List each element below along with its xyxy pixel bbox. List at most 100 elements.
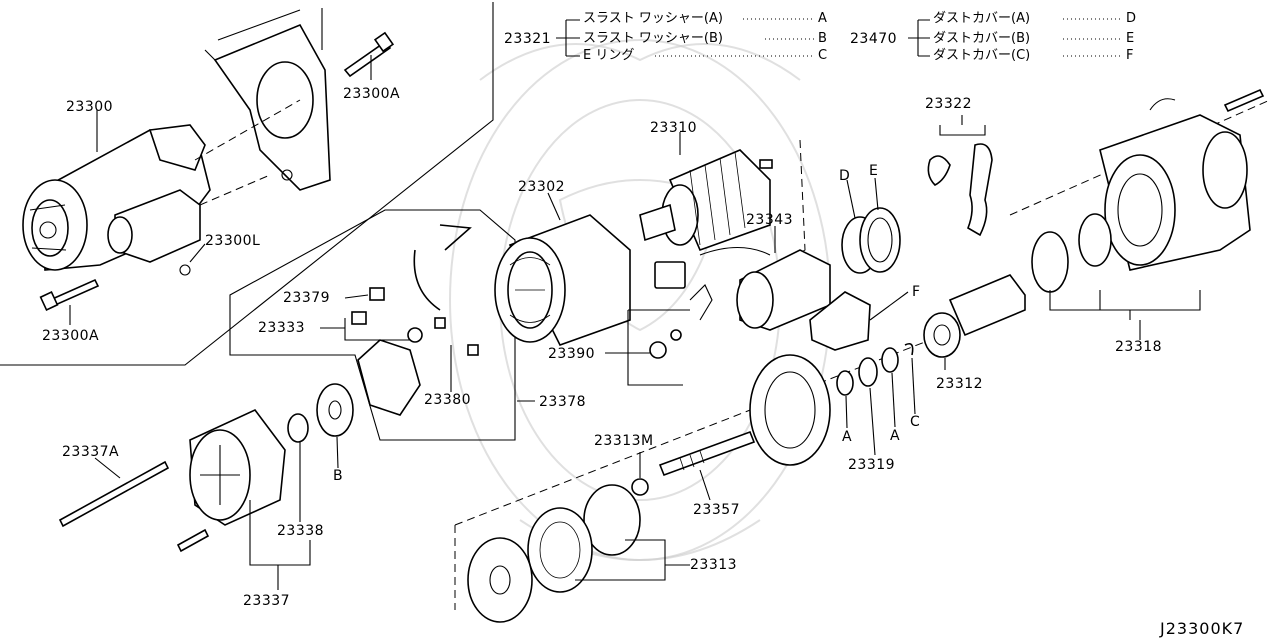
dust-cover-F bbox=[809, 291, 871, 351]
rear-cover-23337 bbox=[189, 383, 354, 526]
ref-letter-B: B bbox=[333, 468, 344, 484]
label-23318: 23318 bbox=[1115, 339, 1163, 355]
legend-a-item-1-ref: A bbox=[818, 11, 827, 26]
label-23313M: 23313M bbox=[594, 433, 654, 449]
leader-23302 bbox=[547, 192, 561, 221]
legend-a-bracket bbox=[556, 19, 580, 57]
washer-small bbox=[670, 329, 682, 341]
through-bolt-23337A bbox=[58, 460, 170, 528]
leader-23333 bbox=[320, 318, 410, 341]
planetary-shaft-23357 bbox=[631, 430, 756, 496]
brush-leads bbox=[413, 224, 472, 311]
label-23337: 23337 bbox=[243, 593, 291, 609]
internal-gear-23313 bbox=[527, 507, 593, 593]
legend-b-item-3-text: ダストカバー(C) bbox=[933, 48, 1031, 63]
armature-23310 bbox=[639, 149, 773, 252]
legend-a-item-2-text: スラスト ワッシャー(B) bbox=[583, 31, 723, 46]
brush-23380b bbox=[467, 344, 479, 356]
legend-b-bracket bbox=[908, 19, 930, 57]
legend-a-item-3-text: E リング bbox=[583, 48, 635, 63]
ref-letter-A-2: A bbox=[890, 428, 901, 444]
thrust-washer-A2 bbox=[881, 347, 899, 373]
leader-A1 bbox=[845, 395, 848, 429]
label-23378: 23378 bbox=[539, 394, 587, 410]
bolt-23300A-top bbox=[343, 31, 395, 78]
label-23312: 23312 bbox=[936, 376, 984, 392]
legend-b-item-2-text: ダストカバー(B) bbox=[933, 31, 1031, 46]
ref-letter-C: C bbox=[910, 414, 921, 430]
o-ring-23313 bbox=[583, 484, 641, 556]
legend-a-code: 23321 bbox=[504, 31, 552, 47]
label-23390: 23390 bbox=[548, 346, 596, 362]
alignment-line bbox=[454, 339, 931, 526]
legend-a-item-2-ref: B bbox=[818, 31, 827, 46]
label-23310: 23310 bbox=[650, 120, 698, 136]
leader-C bbox=[911, 357, 916, 415]
ref-letter-F: F bbox=[912, 284, 921, 300]
leader-E bbox=[874, 177, 879, 211]
legend-b-item-1-ref: D bbox=[1126, 11, 1137, 26]
leader-23337A bbox=[94, 457, 121, 479]
bearing-23319 bbox=[858, 357, 878, 387]
label-23379: 23379 bbox=[283, 290, 331, 306]
label-23333: 23333 bbox=[258, 320, 306, 336]
bearing-23338 bbox=[287, 413, 309, 443]
leader-A2 bbox=[891, 372, 896, 428]
label-23338: 23338 bbox=[277, 523, 325, 539]
label-23300: 23300 bbox=[66, 99, 114, 115]
legend-a-dots bbox=[655, 18, 814, 57]
engine-boundary-line bbox=[0, 2, 494, 366]
ref-letter-A-1: A bbox=[842, 429, 853, 445]
gear-housing-23318 bbox=[1031, 88, 1265, 320]
spring-23333b bbox=[407, 327, 423, 343]
gear-case-cover bbox=[749, 354, 831, 466]
label-23319: 23319 bbox=[848, 457, 896, 473]
label-23300A-top: 23300A bbox=[343, 86, 401, 102]
label-23300L: 23300L bbox=[205, 233, 261, 249]
legend-b-dots bbox=[1063, 18, 1122, 57]
bolt-23300A-bottom bbox=[39, 278, 100, 311]
yoke-23302 bbox=[494, 214, 631, 346]
label-23357: 23357 bbox=[693, 502, 741, 518]
leader-23357 bbox=[699, 469, 711, 501]
label-23343: 23343 bbox=[746, 212, 794, 228]
dust-cover-E bbox=[859, 207, 901, 273]
diagram-code: J23300K7 bbox=[1160, 619, 1245, 638]
leader-D bbox=[846, 179, 856, 219]
thrust-washer-B bbox=[316, 383, 354, 437]
ref-letter-E: E bbox=[869, 163, 879, 179]
legend-a-item-1-text: スラスト ワッシャー(A) bbox=[583, 11, 723, 26]
leader-23313 bbox=[575, 539, 690, 581]
e-ring-C bbox=[904, 342, 914, 356]
screw-small bbox=[176, 528, 210, 553]
ref-letter-D: D bbox=[839, 168, 851, 184]
leader-F bbox=[869, 291, 909, 321]
alignment-line bbox=[1009, 99, 1271, 216]
leader-23337 bbox=[249, 500, 311, 590]
brush-spring-23333 bbox=[351, 311, 367, 325]
label-23313: 23313 bbox=[690, 557, 738, 573]
leader-23379 bbox=[344, 294, 369, 299]
rubber-grommet bbox=[649, 341, 667, 359]
leader-23319 bbox=[869, 387, 876, 456]
label-23300A-bottom: 23300A bbox=[42, 328, 100, 344]
pinion-cover bbox=[467, 537, 533, 623]
label-23380: 23380 bbox=[424, 392, 472, 408]
legend-a-item-3-ref: C bbox=[818, 48, 828, 63]
legend-b-code: 23470 bbox=[850, 31, 898, 47]
magnetic-switch-23343 bbox=[654, 247, 831, 331]
label-23337A: 23337A bbox=[62, 444, 120, 460]
leader-B bbox=[336, 436, 339, 469]
alignment-line bbox=[194, 99, 301, 161]
label-23322: 23322 bbox=[925, 96, 973, 112]
bracket-23390-outline bbox=[627, 310, 683, 386]
label-23302: 23302 bbox=[518, 179, 566, 195]
brush-23379 bbox=[369, 287, 385, 301]
starter-assembly-23300 bbox=[22, 124, 211, 276]
legend-b-item-3-ref: F bbox=[1126, 48, 1134, 63]
legend-b-item-1-text: ダストカバー(A) bbox=[933, 11, 1031, 26]
leader-23300L bbox=[189, 243, 206, 263]
clip-23322 bbox=[927, 115, 993, 237]
